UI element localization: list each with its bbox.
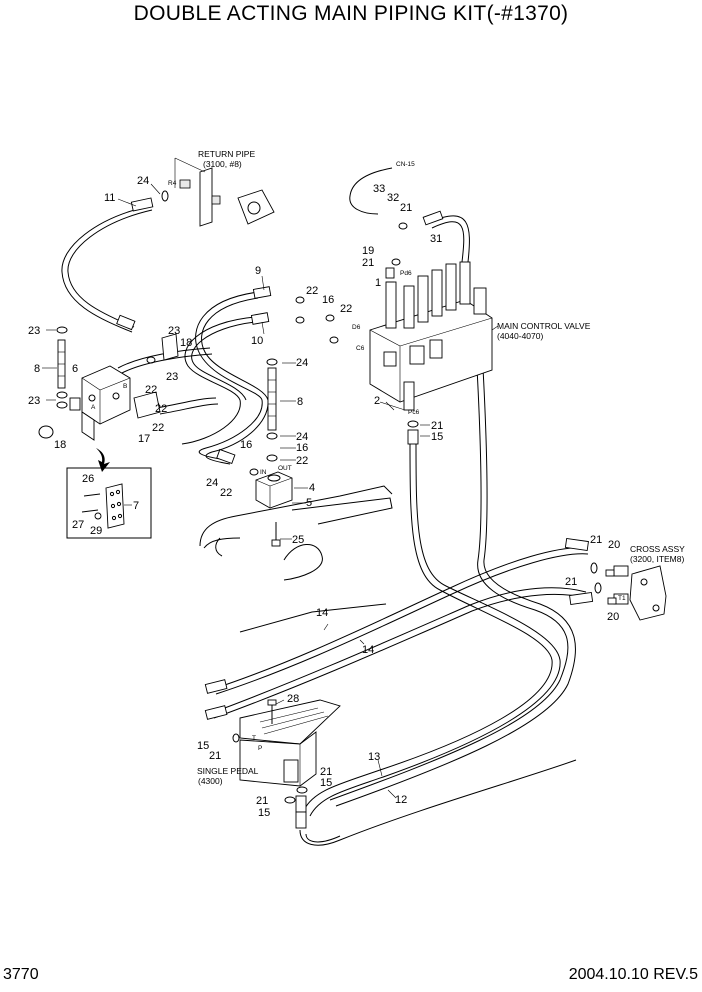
label-port-a: A (91, 404, 96, 411)
callout-8: 8 (34, 363, 40, 375)
callout-27: 27 (72, 519, 84, 531)
callout-21: 21 (590, 534, 602, 546)
label-in: IN (260, 469, 267, 476)
callout-12: 12 (395, 794, 407, 806)
callout-8: 8 (297, 396, 303, 408)
single-pedal (239, 699, 341, 787)
callout-9: 9 (255, 265, 261, 277)
callout-15: 15 (320, 777, 332, 789)
callout-21: 21 (209, 750, 221, 762)
callout-10: 10 (251, 335, 263, 347)
callout-20: 20 (607, 611, 619, 623)
label-port-b: B (123, 383, 127, 390)
callout-21: 21 (320, 766, 332, 778)
callout-numbers: 24 11 23 18 23 8 6 23 18 23 22 22 17 22 … (28, 175, 620, 819)
text-labels: RETURN PIPE (3100, #8) MAIN CONTROL VALV… (91, 149, 685, 786)
callout-22: 22 (145, 384, 157, 396)
callout-24: 24 (206, 477, 218, 489)
callout-15: 15 (258, 807, 270, 819)
label-port-p: P (258, 745, 262, 752)
label-main-control-valve-ref: (4040-4070) (497, 331, 543, 341)
callout-15: 15 (197, 740, 209, 752)
frame-outline (199, 485, 393, 633)
callout-22: 22 (306, 285, 318, 297)
callout-4: 4 (309, 482, 315, 494)
label-pd6: Pd6 (400, 270, 412, 277)
callout-31: 31 (430, 233, 442, 245)
callout-17: 17 (138, 433, 150, 445)
callout-15: 15 (431, 431, 443, 443)
plate-inset (66, 448, 152, 539)
callout-16: 16 (296, 442, 308, 454)
callout-28: 28 (287, 693, 299, 705)
callout-29: 29 (90, 525, 102, 537)
callout-21: 21 (362, 257, 374, 269)
label-c6: C6 (356, 345, 365, 352)
callout-24: 24 (137, 175, 149, 187)
label-main-control-valve: MAIN CONTROL VALVE (497, 321, 591, 331)
callout-6: 6 (72, 363, 78, 375)
label-r4: R4 (168, 180, 177, 187)
callout-16: 16 (322, 294, 334, 306)
callout-7: 7 (133, 500, 139, 512)
callout-18: 18 (54, 439, 66, 451)
callout-21: 21 (565, 576, 577, 588)
callout-11: 11 (104, 192, 115, 204)
label-port-t: T (252, 735, 256, 742)
callout-1: 1 (375, 277, 381, 289)
label-port-t1: T1 (618, 595, 626, 602)
callout-19: 19 (362, 245, 374, 257)
label-cross-assy-ref: (3200, ITEM8) (630, 554, 684, 564)
callout-21: 21 (400, 202, 412, 214)
leader-lines (42, 183, 499, 799)
callout-22: 22 (220, 487, 232, 499)
main-control-valve (369, 261, 493, 411)
callout-32: 32 (387, 192, 399, 204)
callout-33: 33 (373, 183, 385, 195)
label-out: OUT (278, 465, 292, 472)
callout-22: 22 (296, 455, 308, 467)
callout-18: 18 (180, 337, 192, 349)
callout-22: 22 (152, 422, 164, 434)
label-single-pedal: SINGLE PEDAL (197, 766, 259, 776)
label-return-pipe-ref: (3100, #8) (203, 159, 242, 169)
callout-23: 23 (166, 371, 178, 383)
callout-22: 22 (340, 303, 352, 315)
callout-22: 22 (155, 403, 167, 415)
label-pc6: Pc6 (408, 409, 420, 416)
callout-24: 24 (296, 357, 308, 369)
callout-24: 24 (296, 431, 308, 443)
callout-23: 23 (28, 395, 40, 407)
page-number: 3770 (3, 966, 39, 983)
junction-block-4 (255, 471, 293, 547)
callout-5: 5 (306, 497, 312, 509)
label-single-pedal-ref: (4300) (198, 776, 223, 786)
hose-lines (57, 167, 589, 846)
callout-2: 2 (374, 395, 380, 407)
callout-21: 21 (431, 420, 443, 432)
callout-14: 14 (316, 607, 328, 619)
callout-20: 20 (608, 539, 620, 551)
label-return-pipe: RETURN PIPE (198, 149, 255, 159)
revision-date: 2004.10.10 REV.5 (568, 966, 698, 983)
valve-block-6 (69, 333, 179, 441)
callout-13: 13 (368, 751, 380, 763)
callout-16: 16 (240, 439, 252, 451)
callout-21: 21 (256, 795, 268, 807)
callout-25: 25 (292, 534, 304, 546)
page-title: DOUBLE ACTING MAIN PIPING KIT(-#1370) (133, 2, 569, 25)
cross-assy (605, 565, 667, 621)
label-cn15: CN-15 (396, 161, 415, 168)
return-pipe-bracket (174, 157, 275, 227)
callout-23: 23 (168, 325, 180, 337)
callout-26: 26 (82, 473, 94, 485)
callout-14: 14 (362, 644, 374, 656)
label-cross-assy: CROSS ASSY (630, 544, 685, 554)
label-d6: D6 (352, 324, 361, 331)
callout-23: 23 (28, 325, 40, 337)
